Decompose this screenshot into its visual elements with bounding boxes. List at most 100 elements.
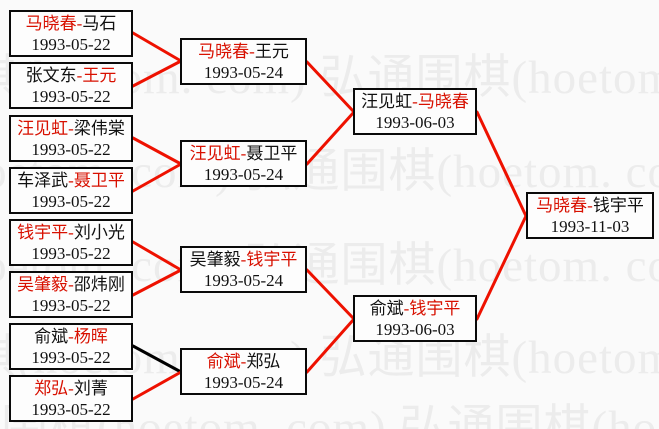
- vs-dash: -: [68, 118, 74, 138]
- match-date: 1993-05-22: [31, 243, 111, 263]
- player-name: 吴肇毅: [189, 249, 241, 269]
- player-name: 聂卫平: [73, 170, 125, 190]
- connector-sf1-final: [475, 110, 528, 218]
- match-date: 1993-05-22: [31, 139, 111, 159]
- player-name: 刘小光: [73, 222, 125, 242]
- vs-dash: -: [240, 143, 247, 163]
- match-date: 1993-11-03: [550, 216, 630, 236]
- player-name: 马晓春: [25, 13, 77, 33]
- vs-dash: -: [68, 222, 74, 242]
- match-players: 车泽武-聂卫平: [17, 170, 125, 191]
- vs-dash: -: [68, 326, 74, 346]
- match-box-round1-1: 马晓春-马石 1993-05-22: [9, 10, 133, 57]
- match-box-round1-5: 钱宇平-刘小光 1993-05-22: [9, 219, 133, 266]
- match-players: 俞斌-钱宇平: [370, 298, 461, 319]
- match-players: 汪见虹-梁伟棠: [17, 118, 125, 139]
- match-box-round2-3: 吴肇毅-钱宇平 1993-05-24: [180, 246, 307, 293]
- connector-sf2-final: [475, 214, 528, 321]
- vs-dash: -: [403, 298, 410, 318]
- match-date: 1993-05-22: [31, 34, 111, 54]
- match-date: 1993-05-24: [203, 62, 284, 82]
- player-name: 汪见虹: [17, 118, 69, 138]
- vs-dash: -: [68, 274, 74, 294]
- player-name: 王元: [254, 41, 289, 61]
- match-date: 1993-05-22: [31, 347, 111, 367]
- connector-r1m6-r2m3: [131, 268, 183, 297]
- match-players: 俞斌-郑弘: [207, 351, 281, 372]
- match-box-round2-1: 马晓春-王元 1993-05-24: [180, 38, 307, 85]
- match-players: 张文东-王元: [26, 65, 117, 86]
- match-date: 1993-05-22: [31, 399, 111, 419]
- player-name: 俞斌: [369, 298, 404, 318]
- match-date: 1993-05-22: [31, 191, 111, 211]
- match-box-round1-2: 张文东-王元 1993-05-22: [9, 62, 133, 109]
- player-name: 俞斌: [206, 351, 241, 371]
- match-box-round2-4: 俞斌-郑弘 1993-05-24: [180, 348, 307, 395]
- vs-dash: -: [249, 41, 255, 61]
- player-name: 马石: [82, 13, 117, 33]
- player-name: 钱宇平: [409, 298, 461, 318]
- player-name: 马晓春: [536, 195, 588, 215]
- player-name: 郑弘: [34, 378, 69, 398]
- player-name: 汪见虹: [361, 91, 413, 111]
- connector-r1m1-r2m1: [131, 31, 183, 63]
- player-name: 杨晖: [73, 326, 108, 346]
- match-players: 马晓春-王元: [198, 41, 289, 62]
- vs-dash: -: [240, 351, 247, 371]
- connector-r2m1-sf1: [305, 60, 356, 114]
- player-name: 马晓春: [417, 91, 469, 111]
- match-players: 马晓春-钱宇平: [536, 195, 644, 216]
- match-box-semifinal-1: 汪见虹-马晓春 1993-06-03: [353, 88, 477, 135]
- player-name: 吴肇毅: [17, 274, 69, 294]
- match-players: 汪见虹-聂卫平: [190, 143, 298, 164]
- match-players: 郑弘-刘菁: [34, 378, 108, 399]
- match-players: 钱宇平-刘小光: [17, 222, 125, 243]
- vs-dash: -: [68, 378, 74, 398]
- player-name: 马晓春: [198, 41, 250, 61]
- match-box-round1-7: 俞斌-杨晖 1993-05-22: [9, 323, 133, 370]
- player-name: 张文东: [25, 65, 77, 85]
- vs-dash: -: [76, 13, 83, 33]
- player-name: 钱宇平: [17, 222, 69, 242]
- match-players: 吴肇毅-邵炜刚: [17, 274, 125, 295]
- match-box-final: 马晓春-钱宇平 1993-11-03: [526, 192, 654, 239]
- connector-r1m7-r2m4: [131, 344, 183, 374]
- match-date: 1993-05-24: [203, 270, 284, 290]
- player-name: 俞斌: [34, 326, 69, 346]
- connector-r1m2-r2m1: [131, 59, 183, 88]
- match-players: 马晓春-马石: [26, 13, 117, 34]
- match-players: 汪见虹-马晓春: [361, 91, 469, 112]
- vs-dash: -: [76, 65, 83, 85]
- player-name: 王元: [82, 65, 117, 85]
- match-box-round1-4: 车泽武-聂卫平 1993-05-22: [9, 167, 133, 214]
- match-box-round1-6: 吴肇毅-邵炜刚 1993-05-22: [9, 271, 133, 318]
- vs-dash: -: [240, 249, 247, 269]
- player-name: 刘菁: [73, 378, 108, 398]
- connector-r2m3-sf2: [305, 268, 356, 321]
- connector-r1m4-r2m2: [131, 162, 183, 193]
- match-date: 1993-05-22: [31, 295, 111, 315]
- player-name: 聂卫平: [246, 143, 298, 163]
- vs-dash: -: [412, 91, 418, 111]
- match-date: 1993-05-24: [203, 164, 284, 184]
- player-name: 车泽武: [17, 170, 69, 190]
- match-date: 1993-06-03: [375, 319, 455, 339]
- match-box-round1-3: 汪见虹-梁伟棠 1993-05-22: [9, 115, 133, 162]
- player-name: 钱宇平: [592, 195, 644, 215]
- match-date: 1993-05-24: [203, 372, 284, 392]
- match-date: 1993-06-03: [375, 112, 455, 132]
- player-name: 郑弘: [246, 351, 281, 371]
- player-name: 梁伟棠: [73, 118, 125, 138]
- connector-r1m5-r2m3: [131, 240, 183, 272]
- player-name: 汪见虹: [189, 143, 241, 163]
- match-box-round2-2: 汪见虹-聂卫平 1993-05-24: [180, 140, 307, 187]
- connector-r2m2-sf1: [305, 110, 356, 166]
- player-name: 邵炜刚: [73, 274, 125, 294]
- match-date: 1993-05-22: [31, 86, 111, 106]
- match-box-round1-8: 郑弘-刘菁 1993-05-22: [9, 375, 133, 422]
- match-box-semifinal-2: 俞斌-钱宇平 1993-06-03: [353, 295, 477, 342]
- vs-dash: -: [68, 170, 74, 190]
- vs-dash: -: [587, 195, 593, 215]
